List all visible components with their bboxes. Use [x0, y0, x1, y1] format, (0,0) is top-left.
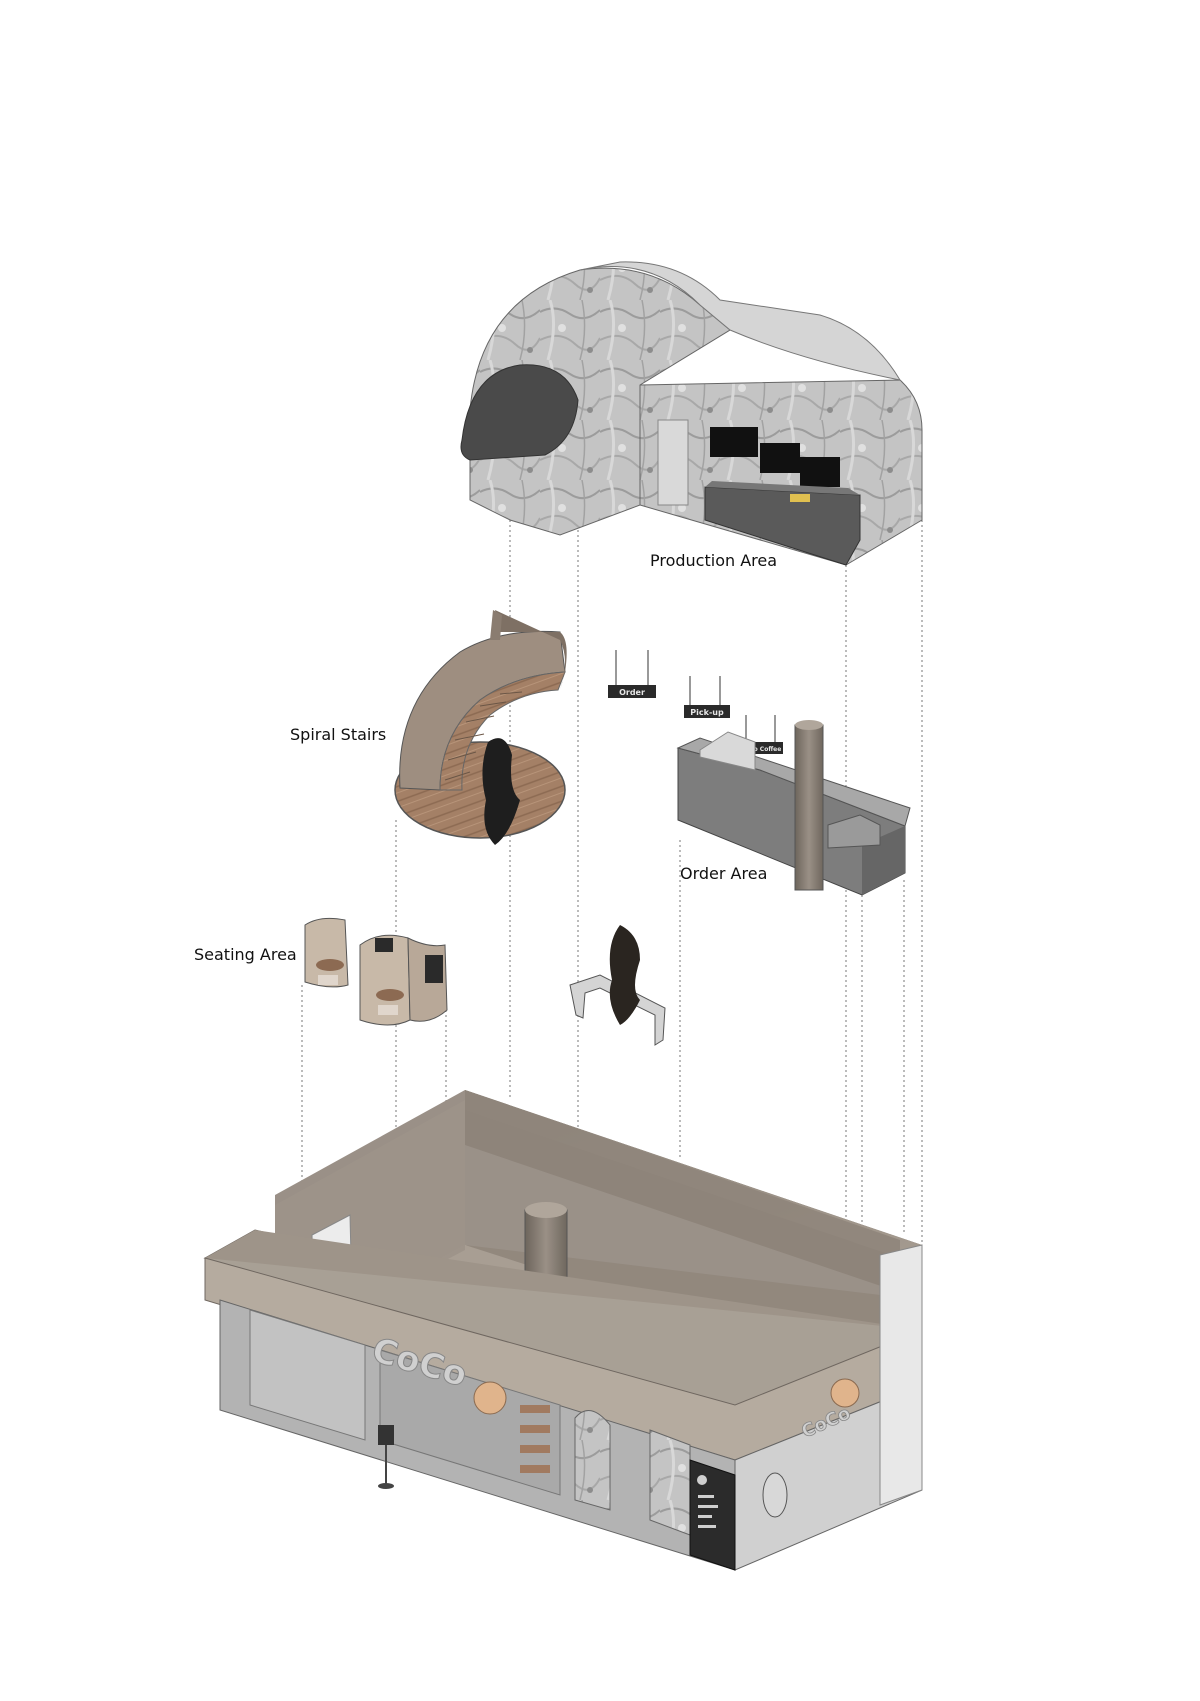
production-area-model [460, 261, 923, 566]
wood-shelves [520, 1405, 550, 1473]
order-area-model [676, 720, 911, 896]
sign-pickup: Pick-up [684, 676, 730, 718]
hanging-signs: Order Pick-up CoCo Coffee [608, 650, 783, 754]
vault-opening [460, 364, 579, 461]
shop-shell-model [203, 1090, 923, 1571]
menu-board [689, 1459, 736, 1571]
production-door [657, 419, 689, 506]
label-order-area: Order Area [680, 864, 768, 883]
label-spiral-stairs: Spiral Stairs [290, 725, 387, 744]
label-seating-area: Seating Area [194, 945, 297, 964]
bench-model [569, 925, 666, 1046]
sign-pickup-text: Pick-up [690, 708, 724, 717]
black-panel [482, 738, 520, 845]
sign-order-text: Order [619, 688, 645, 697]
spiral-stairs-model [394, 610, 567, 845]
seating-area-model [304, 917, 448, 1026]
label-production-area: Production Area [650, 551, 778, 570]
menu-screens [710, 427, 840, 487]
sign-order: Order [608, 650, 656, 698]
sign-brand-text: CoCo Coffee [741, 746, 782, 753]
